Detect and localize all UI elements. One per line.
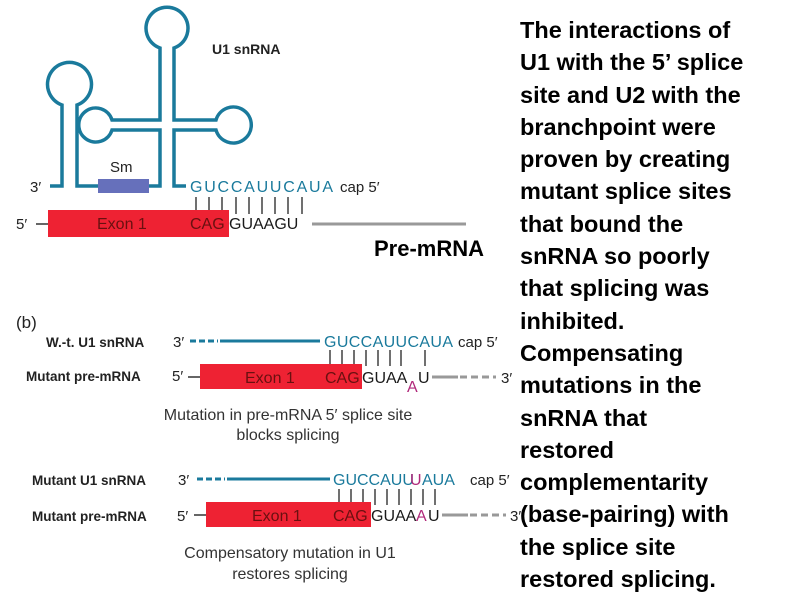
text-line: mutations in the <box>520 372 702 399</box>
wt-cap-label: cap 5′ <box>458 334 498 351</box>
intron-sequence: GUAAGU <box>229 216 298 233</box>
mutant-premrna-label-2: Mutant pre-mRNA <box>32 509 147 524</box>
caption-2-line-2: restores splicing <box>232 566 348 583</box>
wt-three-prime: 3′ <box>173 334 184 351</box>
u1-snrna-label: U1 snRNA <box>212 41 280 57</box>
text-line: restored splicing. <box>520 566 716 593</box>
cag-mutant-2: CAG <box>333 508 368 525</box>
text-line: inhibited. <box>520 307 625 334</box>
cap-label: cap 5′ <box>340 179 380 196</box>
panel-b-label: (b) <box>16 313 37 332</box>
text-line: that splicing was <box>520 275 710 302</box>
sm-label: Sm <box>110 159 133 176</box>
exon-label-mutant-2: Exon 1 <box>252 508 302 525</box>
cag-mutant: CAG <box>325 370 360 387</box>
mutant-u1-label: Mutant U1 snRNA <box>32 473 146 488</box>
caption-2-line-1: Compensatory mutation in U1 <box>184 545 396 562</box>
mut-five-prime: 5′ <box>172 368 183 385</box>
text-line: The interactions of <box>520 17 731 43</box>
text-line: complementarity <box>520 469 709 496</box>
mut2-five-prime: 5′ <box>177 508 188 525</box>
wt-u1-sequence: GUCCAUUCAUA <box>324 334 453 351</box>
exon-1-mutant-2 <box>206 502 371 527</box>
mut-u1-seq-end: AUA <box>422 472 455 489</box>
text-line: proven by creating <box>520 146 731 173</box>
sm-binding-site <box>98 179 149 193</box>
mutant-premrna-label: Mutant pre-mRNA <box>26 369 141 384</box>
mut2-three-prime: 3′ <box>510 508 521 525</box>
caption-1-line-1: Mutation in pre-mRNA 5′ splice site <box>164 407 413 424</box>
exon-label: Exon 1 <box>97 216 147 233</box>
text-line: site and U2 with the <box>520 81 741 108</box>
mutant2-intron-seq: GUAA <box>371 508 417 525</box>
u1-snrna-structure <box>45 5 254 188</box>
cag-sequence: CAG <box>190 216 225 233</box>
text-line: U1 with the 5’ splice <box>520 49 744 76</box>
text-line: snRNA so poorly <box>520 243 710 270</box>
premrna-label: Pre-mRNA <box>374 236 485 261</box>
mutated-a-2: A <box>416 508 427 525</box>
mutant-intron-u: U <box>418 370 430 387</box>
mutant-intron-seq: GUAA <box>362 370 408 387</box>
explanation-text: The interactions of U1 with the 5’ splic… <box>520 14 800 595</box>
exon-1 <box>48 210 229 237</box>
mu1-cap-label: cap 5′ <box>470 472 510 489</box>
text-line: the splice site <box>520 533 676 560</box>
mutated-a: A <box>407 379 418 396</box>
exon-1-mutant <box>200 364 362 389</box>
text-line: snRNA that <box>520 404 648 431</box>
mutant2-intron-u: U <box>428 508 440 525</box>
wt-u1-label: W.-t. U1 snRNA <box>46 335 145 350</box>
three-prime-label: 3′ <box>30 179 41 196</box>
text-line: that bound the <box>520 210 684 237</box>
u1-5prime-sequence: GUCCAUUCAUA <box>190 179 333 196</box>
text-line: restored <box>520 436 615 463</box>
text-line: (base-pairing) with <box>520 501 729 528</box>
mut-u1-seq-start: GUCCAUU <box>333 472 414 489</box>
wt-base-pair-lines <box>329 350 426 366</box>
text-line: branchpoint were <box>520 113 716 140</box>
caption-1-line-2: blocks splicing <box>236 427 339 444</box>
text-line: Compensating <box>520 339 684 366</box>
text-line: mutant splice sites <box>520 178 732 205</box>
mu1-three-prime: 3′ <box>178 472 189 489</box>
mut-three-prime: 3′ <box>501 370 512 387</box>
five-prime-label: 5′ <box>16 216 27 233</box>
exon-label-mutant: Exon 1 <box>245 370 295 387</box>
mutated-u: U <box>410 472 422 489</box>
